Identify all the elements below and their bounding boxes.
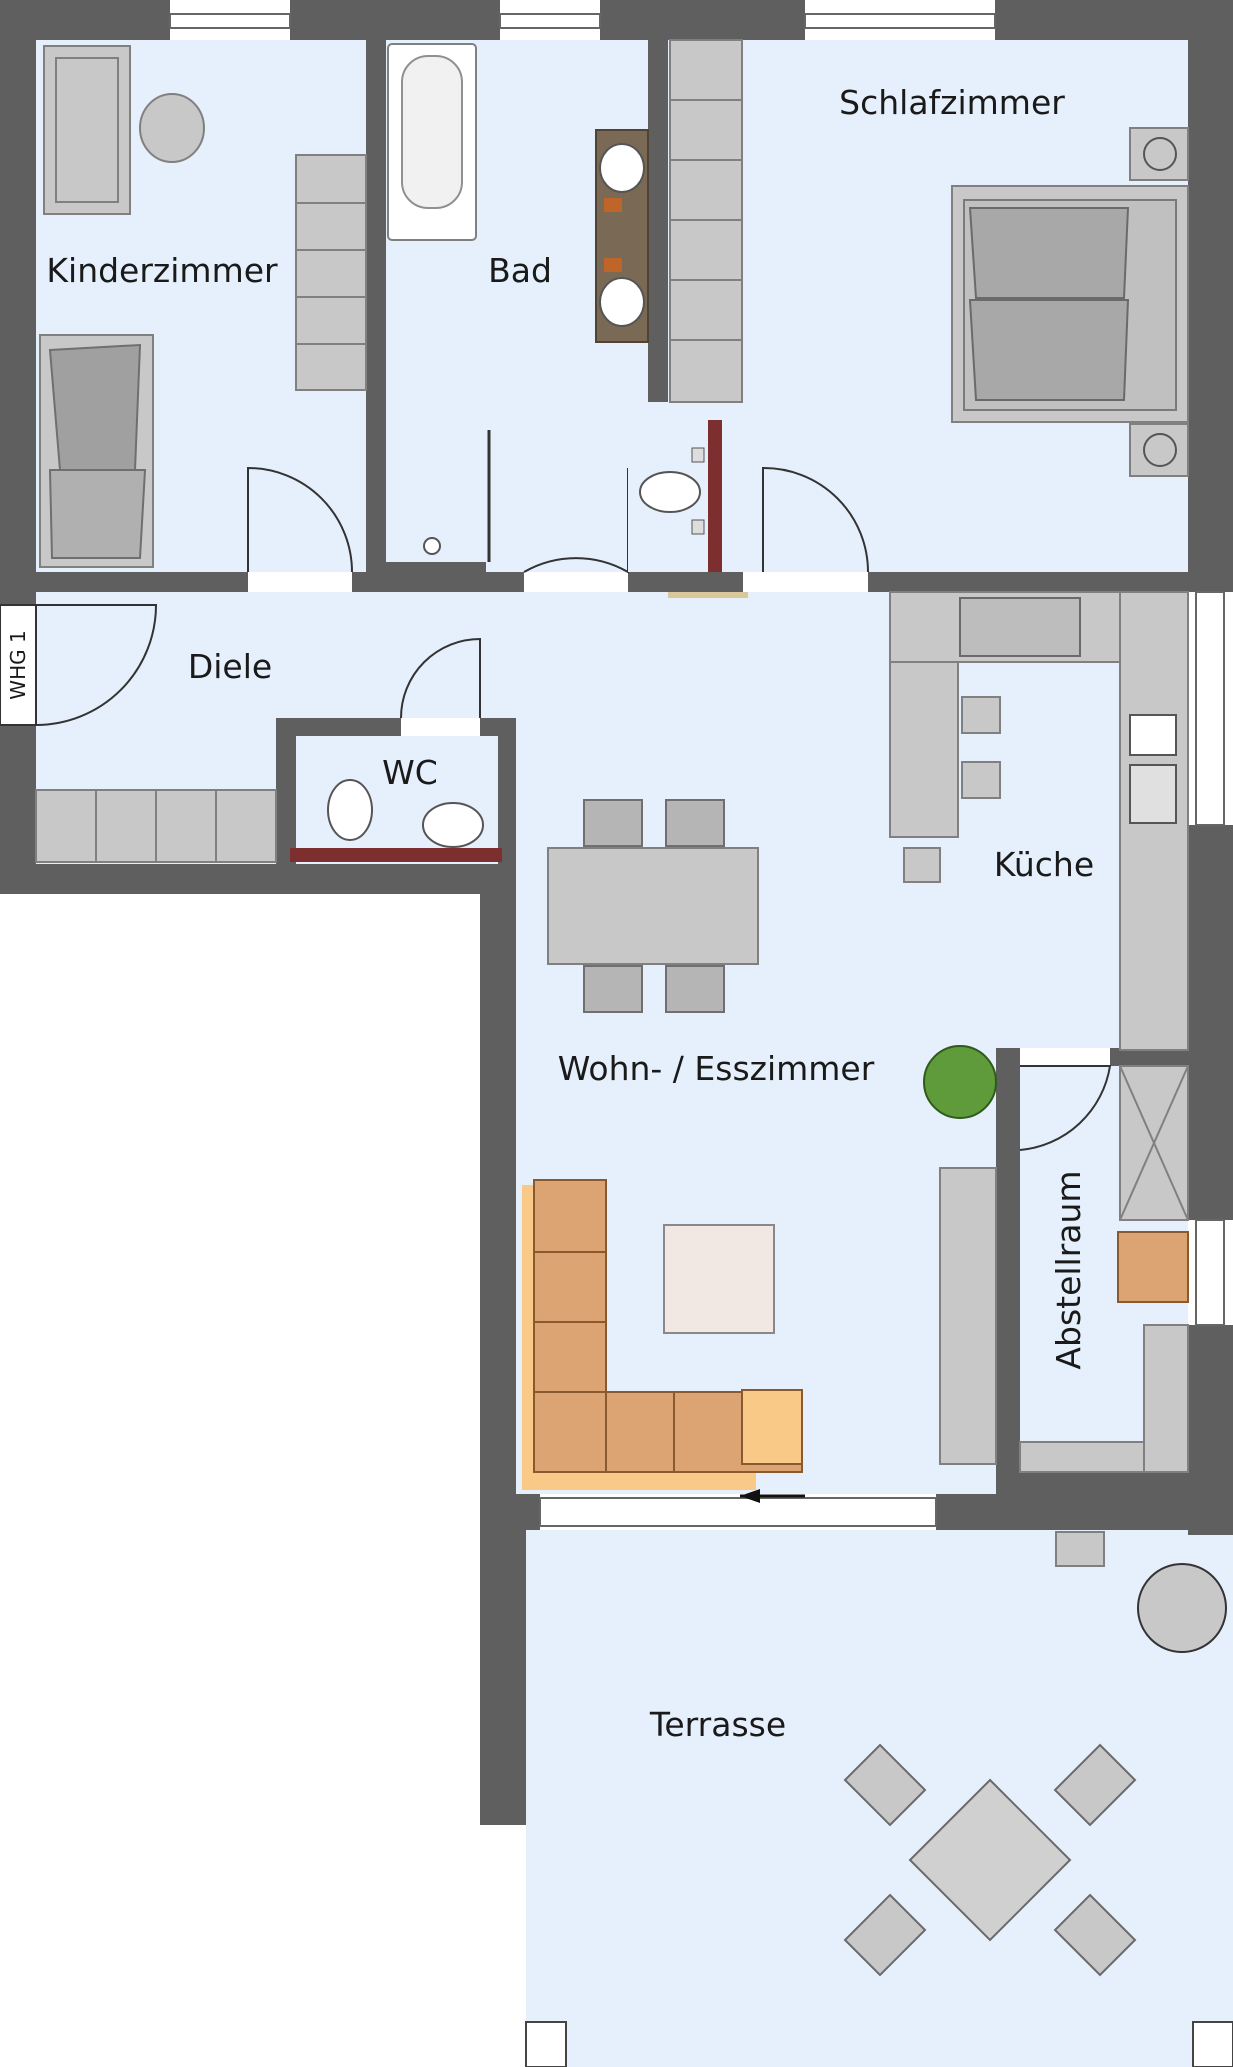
nightstand-icon bbox=[1129, 127, 1189, 181]
grill-icon bbox=[1055, 1531, 1105, 1567]
schlafzimmer-furniture bbox=[669, 39, 1189, 477]
desk-icon bbox=[43, 45, 131, 215]
bad-furniture bbox=[386, 43, 649, 572]
walls bbox=[0, 0, 1233, 1825]
sofa-icon bbox=[522, 1179, 803, 1490]
kueche-furniture bbox=[889, 591, 1189, 1051]
toilet-icon bbox=[327, 779, 373, 841]
floor-wohnen bbox=[516, 592, 1188, 1494]
abstellraum-furniture bbox=[1019, 1065, 1189, 1473]
diele-furniture bbox=[35, 779, 484, 863]
chair-icon bbox=[903, 847, 941, 883]
round-table-icon bbox=[1137, 1563, 1227, 1653]
plant-icon bbox=[923, 1045, 997, 1119]
kinderzimmer-furniture bbox=[39, 45, 367, 568]
sink-icon bbox=[599, 277, 645, 327]
bad-wc-niche bbox=[628, 402, 748, 598]
washing-machine-icon bbox=[1117, 1231, 1189, 1303]
label-diele: Diele bbox=[188, 647, 272, 686]
label-terrasse: Terrasse bbox=[649, 1705, 786, 1744]
sink-icon bbox=[599, 143, 645, 193]
tv-board-icon bbox=[939, 1167, 997, 1465]
shelf-icon bbox=[1019, 1441, 1145, 1473]
coffee-table-icon bbox=[663, 1224, 775, 1334]
unit-tag: WHG 1 bbox=[6, 630, 30, 699]
kitchen-island-icon bbox=[889, 661, 959, 838]
chair-icon bbox=[665, 799, 725, 847]
chair-icon bbox=[583, 965, 643, 1013]
label-schlafzimmer: Schlafzimmer bbox=[839, 83, 1065, 122]
sink-icon bbox=[1129, 714, 1177, 756]
nightstand-icon bbox=[1129, 423, 1189, 477]
label-kinderzimmer: Kinderzimmer bbox=[46, 251, 278, 290]
wohnen-furniture bbox=[522, 799, 997, 1490]
doors bbox=[35, 466, 1112, 1503]
label-kueche: Küche bbox=[994, 845, 1094, 884]
dining-table-icon bbox=[547, 847, 759, 965]
label-wc: WC bbox=[382, 753, 438, 792]
terrasse-furniture bbox=[525, 1531, 1233, 2067]
label-wohn-esszimmer: Wohn- / Esszimmer bbox=[558, 1049, 875, 1088]
chair-icon bbox=[665, 965, 725, 1013]
label-abstellraum: Abstellraum bbox=[1049, 1170, 1088, 1369]
chair-icon bbox=[583, 799, 643, 847]
chair-icon bbox=[139, 93, 205, 163]
room-labels: Kinderzimmer Bad Schlafzimmer Diele WC K… bbox=[6, 83, 1094, 1744]
wardrobe-icon bbox=[295, 154, 367, 391]
shelf-icon bbox=[1143, 1324, 1189, 1473]
label-bad: Bad bbox=[488, 251, 552, 290]
toilet-icon bbox=[639, 471, 701, 513]
garden-table-icon bbox=[843, 1743, 1137, 1977]
stove-icon bbox=[959, 597, 1081, 657]
chair-icon bbox=[961, 761, 1001, 799]
sink-icon bbox=[422, 802, 484, 848]
chair-icon bbox=[961, 696, 1001, 734]
